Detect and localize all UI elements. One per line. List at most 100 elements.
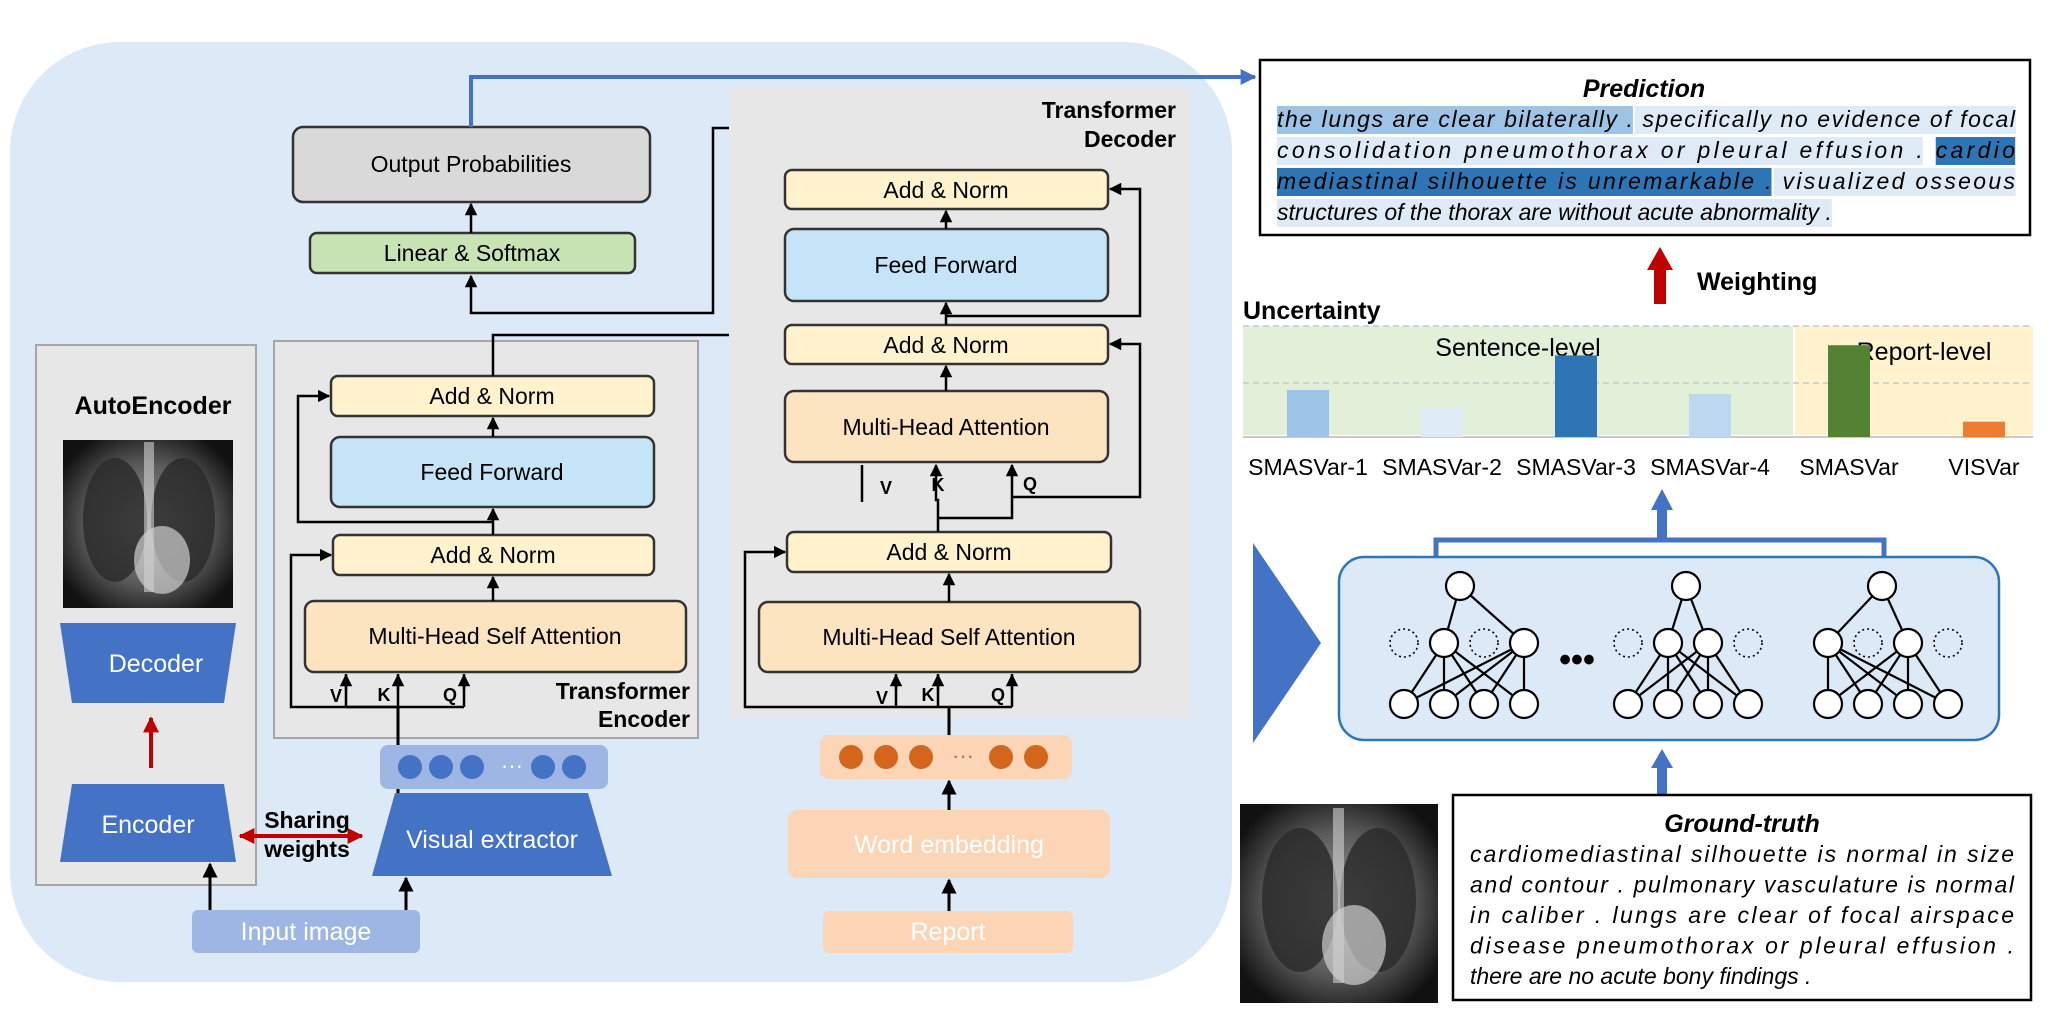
visual-extractor-shape <box>372 793 612 876</box>
prediction-segment: consolidation pneumothorax or pleural ef… <box>1277 137 1923 163</box>
dec-residual-3 <box>946 182 1142 318</box>
prediction-line: mediastinal silhouette is unremarkable .… <box>1277 168 2016 194</box>
report-box <box>823 911 1073 953</box>
prediction-highlight <box>1935 137 2016 165</box>
visual-tokens: ··· <box>380 745 608 789</box>
decoder-add-norm-3 <box>783 168 1110 211</box>
network-node <box>1468 688 1500 720</box>
dec-residual-2 <box>1012 337 1142 499</box>
decoder-title-line2: Decoder <box>1084 126 1176 152</box>
gt-to-dropout-arrow <box>1651 749 1673 794</box>
network-node <box>1508 627 1540 659</box>
dropout-network-3 <box>1812 570 1964 720</box>
prediction-segment: specifically no evidence of focal <box>1635 106 2016 132</box>
ground-truth-text: cardiomediastinal silhouette is normal i… <box>1470 841 2015 989</box>
network-node <box>1812 627 1844 659</box>
decoder-title-line1: Transformer <box>1042 97 1176 123</box>
network-node <box>1892 627 1924 659</box>
enc-residual-1 <box>289 548 397 709</box>
prediction-segment: structures of the thorax are without acu… <box>1277 199 1832 225</box>
report-label: Report <box>910 918 985 946</box>
input-image-box <box>192 910 420 953</box>
ground-truth-line: and contour . pulmonary vasculature is n… <box>1470 872 2015 898</box>
uncertainty-title: Uncertainty <box>1243 297 1381 325</box>
weighting-arrow <box>1647 247 1673 304</box>
tick-label: SMASVar-2 <box>1382 454 1502 480</box>
big-blue-triangle <box>1253 543 1321 743</box>
word-tokens-dots: ··· <box>952 743 974 768</box>
linear-softmax-label: Linear & Softmax <box>384 240 561 266</box>
encoder-shape <box>60 784 236 862</box>
dec-mha-k-label: K <box>932 475 945 495</box>
transformer-decoder: Transformer Decoder Add & Norm Feed Forw… <box>729 87 1190 718</box>
decoder-add-norm-1 <box>785 530 1113 574</box>
encoder-feed-forward-label: Feed Forward <box>420 459 563 485</box>
sharing-label-line2: weights <box>263 836 350 862</box>
encoder-add-norm-bottom-label: Add & Norm <box>430 542 555 568</box>
tick-label: SMASVar-4 <box>1650 454 1770 480</box>
encoder-title-line1: Transformer <box>556 678 690 704</box>
word-embedding-label: Word embedding <box>854 831 1044 859</box>
dropped-node <box>1853 628 1883 658</box>
word-embedding-box <box>788 810 1110 878</box>
prediction-highlight <box>1277 137 1923 165</box>
network-node <box>1852 688 1884 720</box>
enc-k-label: K <box>378 685 391 705</box>
decoder-label: Decoder <box>109 650 204 678</box>
dec-k-label: K <box>922 685 935 705</box>
autoencoder-xray-image <box>63 440 233 608</box>
ground-truth-line: disease pneumothorax or pleural effusion… <box>1470 933 2014 959</box>
bar-smasvar-4 <box>1689 394 1731 437</box>
prediction-line: structures of the thorax are without acu… <box>1277 199 1832 225</box>
encoder-label: Encoder <box>101 811 194 839</box>
dropout-networks <box>1388 570 1964 720</box>
decoder-shape <box>60 623 236 703</box>
ground-truth-line: there are no acute bony findings . <box>1470 963 1811 989</box>
tick-label: SMASVar <box>1799 454 1899 480</box>
network-node <box>1866 570 1898 602</box>
dec-mha-v-label: V <box>880 478 892 498</box>
network-node <box>1508 688 1540 720</box>
dropped-node <box>1389 628 1419 658</box>
autoencoder-panel: AutoEncoder Decoder Encoder <box>35 344 257 886</box>
network-node <box>1732 688 1764 720</box>
decoder-mha-label: Multi-Head Attention <box>842 414 1049 440</box>
network-node <box>1692 688 1724 720</box>
dropout-network-2 <box>1612 570 1764 720</box>
autoencoder-title: AutoEncoder <box>75 392 232 420</box>
dropped-node <box>1933 628 1963 658</box>
bar-smasvar-3 <box>1555 355 1597 437</box>
enc-vkq-bus <box>344 674 466 709</box>
output-probabilities-label: Output Probabilities <box>371 151 572 177</box>
dec-k-path <box>929 463 943 532</box>
encoder-title-line2: Encoder <box>598 706 690 732</box>
prediction-text: the lungs are clear bilaterally . specif… <box>1277 106 2016 227</box>
decoder-add-norm-3-label: Add & Norm <box>883 177 1008 203</box>
networks-ellipsis: ••• <box>1559 641 1595 679</box>
tick-label: SMASVar-1 <box>1248 454 1368 480</box>
network-node <box>1612 688 1644 720</box>
ground-truth-xray-image <box>1240 804 1438 1003</box>
visual-tokens-dots: ··· <box>501 753 523 778</box>
encoder-add-norm-top-label: Add & Norm <box>429 383 554 409</box>
network-node <box>1444 570 1476 602</box>
bar-smasvar <box>1828 345 1870 437</box>
prediction-highlight <box>1277 168 1772 196</box>
network-node <box>1388 688 1420 720</box>
tick-label: VISVar <box>1948 454 2019 480</box>
enc-v-label: V <box>330 686 342 706</box>
linear-softmax-box <box>308 231 637 275</box>
enc-q-label: Q <box>443 685 457 705</box>
encoder-mhsa <box>303 599 688 674</box>
decoder-add-norm-1-label: Add & Norm <box>886 539 1011 565</box>
bar-visvar <box>1963 421 2005 437</box>
ground-truth-box <box>1451 793 2033 1002</box>
prediction-highlight <box>1277 106 1633 134</box>
decoder-add-norm-2-label: Add & Norm <box>883 332 1008 358</box>
decoder-feed-forward-label: Feed Forward <box>874 252 1017 278</box>
dropped-node <box>1733 628 1763 658</box>
dec-vkq-bus <box>894 674 1014 709</box>
enc-residual-2 <box>296 389 493 524</box>
